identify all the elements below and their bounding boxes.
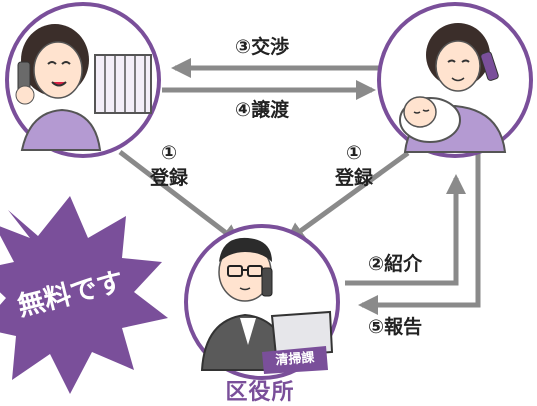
register-right-number: ① <box>345 142 363 164</box>
register-left-number: ① <box>160 142 178 164</box>
office-label: 区役所 <box>225 380 295 405</box>
arrow-register-right <box>284 150 410 243</box>
label-introduction: ②紹介 <box>368 253 423 275</box>
arrow-introduction <box>345 174 466 286</box>
cleaning-section-badge: 清掃課 <box>274 350 315 369</box>
label-transfer: ④譲渡 <box>235 99 290 121</box>
free-starburst <box>0 196 168 394</box>
register-left-text: 登録 <box>150 167 189 189</box>
arrows <box>118 58 481 315</box>
left-person-illustration <box>5 2 161 158</box>
label-register-left: ① 登録 <box>150 144 188 188</box>
label-register-right: ① 登録 <box>335 144 373 188</box>
office-worker-illustration <box>184 224 340 380</box>
arrow-report <box>358 146 481 315</box>
label-negotiation: ③交渉 <box>235 36 290 58</box>
right-person-illustration <box>377 2 533 158</box>
label-report: ⑤報告 <box>368 316 423 338</box>
arrow-register-left <box>118 150 242 245</box>
register-right-text: 登録 <box>335 167 374 189</box>
